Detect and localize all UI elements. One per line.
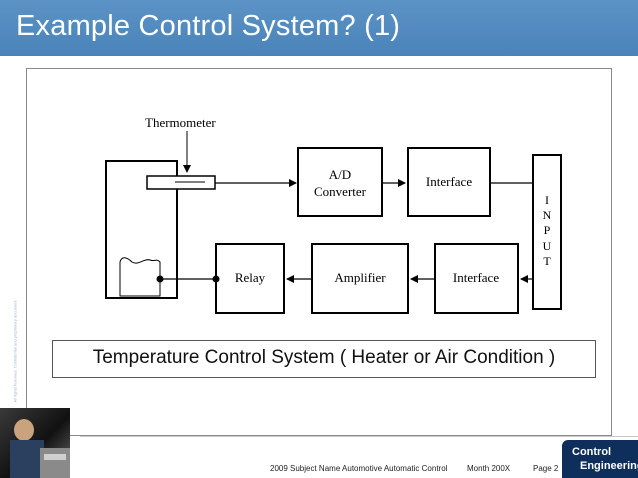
input-letter-p: P: [544, 223, 551, 237]
footer-month: Month 200X: [467, 464, 511, 473]
caption-text: Temperature Control System ( Heater or A…: [92, 347, 556, 368]
relay-terminal-dot: [212, 275, 220, 283]
room-box: [105, 160, 178, 299]
relay-label: Relay: [235, 270, 266, 285]
footer-rule: [80, 436, 638, 437]
technician-photo-graphic: [10, 419, 70, 478]
footer-subject: 2009 Subject Name Automotive Automatic C…: [270, 464, 448, 473]
input-letter-u: U: [543, 239, 552, 253]
title-bar: Example Control System? (1): [0, 0, 638, 56]
control-engineering-logo: Control Engineering: [562, 440, 638, 478]
interface-bottom-block: [434, 243, 519, 314]
heater-terminal-dot: [156, 275, 164, 283]
slide-title: Example Control System? (1): [16, 10, 401, 42]
interface-top-block: [407, 147, 491, 217]
input-block: [532, 154, 562, 310]
thermometer-label: Thermometer: [145, 115, 216, 130]
interface-top-label: Interface: [426, 174, 472, 189]
heater-element: [119, 257, 161, 297]
input-letter-t: T: [543, 254, 551, 268]
amplifier-label: Amplifier: [334, 270, 386, 285]
logo-line2: Engineering: [580, 460, 638, 472]
footer-page: Page 2: [533, 464, 559, 473]
caption-box: Temperature Control System ( Heater or A…: [52, 340, 596, 378]
technician-photo: [0, 408, 70, 478]
relay-block: [215, 243, 285, 314]
ad-converter-line1: A/D: [329, 167, 351, 182]
logo-line1: Control: [572, 446, 612, 458]
input-letter-i: I: [545, 193, 549, 207]
ad-converter-block: [297, 147, 383, 217]
input-letter-n: N: [543, 208, 552, 222]
interface-bottom-label: Interface: [453, 270, 499, 285]
ad-converter-line2: Converter: [314, 184, 367, 199]
